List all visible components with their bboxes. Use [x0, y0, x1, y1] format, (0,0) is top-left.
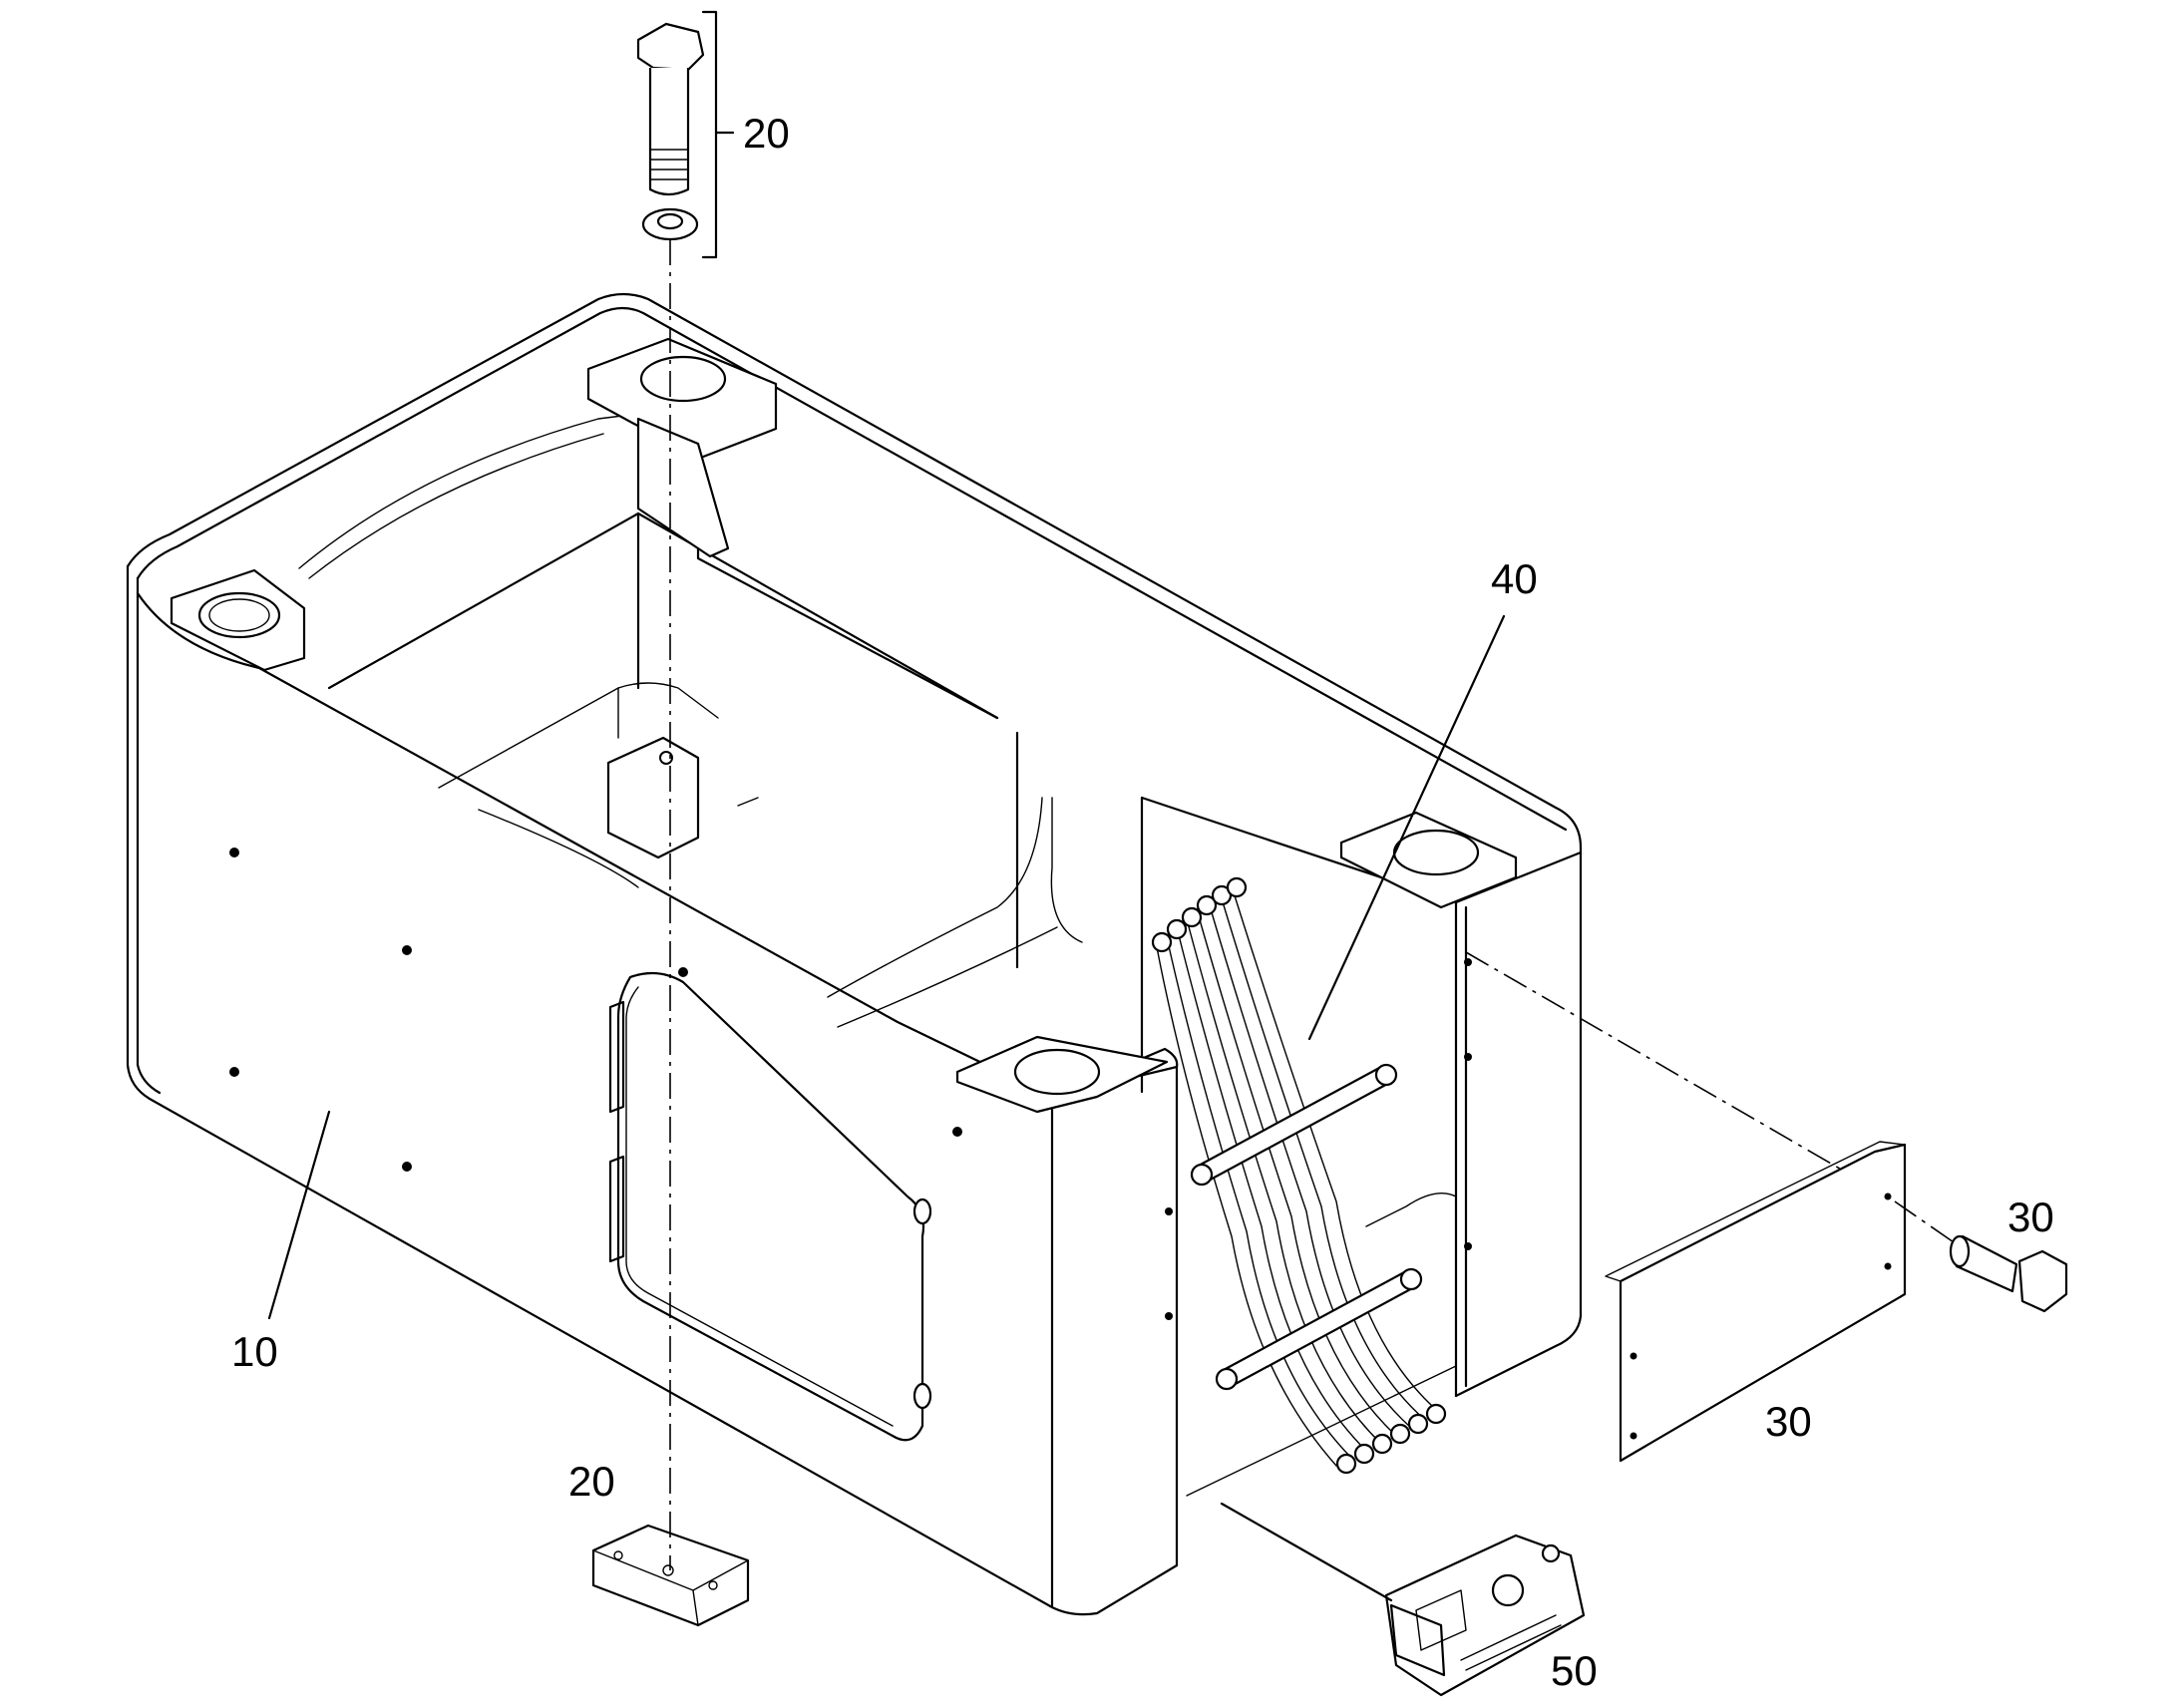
bolt-axis-horizontal — [1465, 951, 1958, 1245]
callout-30-bolt: 30 — [2007, 1194, 2054, 1240]
callout-50: 50 — [1551, 1647, 1598, 1694]
frame-body — [126, 292, 1583, 1616]
bracket — [1384, 1534, 1586, 1697]
cover-plate — [1605, 1141, 1907, 1463]
leader-40 — [1307, 614, 1506, 1041]
callout-10: 10 — [231, 1328, 278, 1375]
leader-50 — [1220, 1502, 1393, 1602]
callout-20-top: 20 — [743, 110, 790, 157]
hose-assembly — [1151, 876, 1447, 1475]
leader-10 — [267, 1110, 331, 1320]
callout-30-plate: 30 — [1765, 1398, 1812, 1445]
callout-40: 40 — [1491, 555, 1538, 602]
callout-20-foot: 20 — [568, 1458, 615, 1505]
bolt-washer-set — [636, 10, 735, 259]
side-bolt — [1949, 1234, 2068, 1313]
foot-pad — [591, 1524, 750, 1627]
